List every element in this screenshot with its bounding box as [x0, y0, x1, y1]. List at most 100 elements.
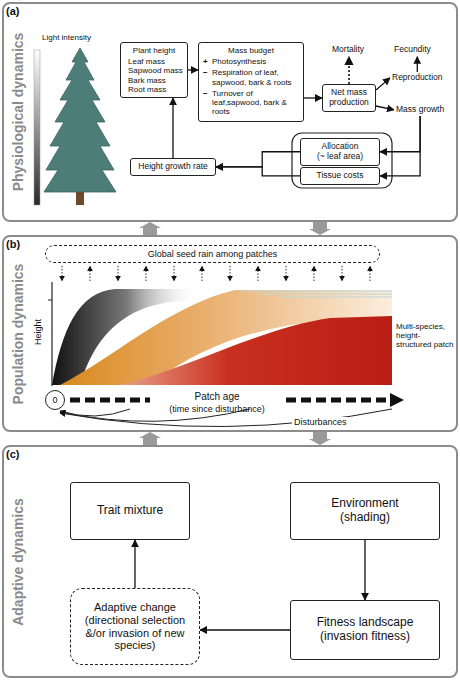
budget-term: Respiration of leaf, sapwood, bark & roo… — [212, 68, 299, 86]
axis-label: Light intensity — [42, 33, 91, 42]
connector — [376, 78, 390, 90]
tree-trunk — [76, 192, 84, 205]
connector — [200, 629, 290, 630]
connector — [348, 57, 350, 84]
connector — [216, 152, 300, 167]
axis-tick — [48, 300, 52, 301]
box-title: Tissue costs — [305, 171, 375, 181]
process-box: Tissue costs — [300, 167, 380, 185]
axis-label: Patch age — [150, 391, 284, 403]
box-title: Mass budget — [203, 46, 299, 55]
panel-title: Physiological dynamics — [10, 33, 26, 192]
box-text: (~ leaf area) — [305, 152, 375, 162]
seed-arrow — [146, 266, 147, 281]
seed-arrow — [118, 266, 119, 281]
process-box: Net mass production — [322, 84, 376, 112]
seed-arrow — [314, 266, 315, 281]
dashed-axis — [286, 398, 390, 403]
block-arrow — [139, 432, 161, 445]
seed-arrow — [90, 266, 91, 281]
axis-arrowhead — [390, 393, 404, 407]
origin-circle: 0 — [45, 390, 65, 410]
box-title: Mortality — [332, 45, 364, 55]
box-title: Fecundity — [394, 45, 431, 55]
seed-arrow — [174, 266, 175, 281]
block-arrow — [139, 222, 161, 235]
panel-title: Adaptive dynamics — [10, 498, 26, 626]
connector — [364, 540, 365, 600]
panel-letter: (b) — [6, 238, 20, 251]
box-text: (directional selection &/or invasion of … — [77, 614, 193, 652]
connector — [376, 106, 394, 110]
process-box: Fitness landscape(invasion fitness) — [290, 600, 440, 660]
box-text: (invasion fitness) — [295, 630, 435, 644]
annotation: Disturbances — [292, 417, 349, 427]
process-box: Environment(shading) — [290, 482, 440, 540]
tree-crown — [44, 48, 116, 192]
box-title: 0 — [52, 395, 57, 405]
box-text: (shading) — [295, 511, 435, 525]
box-title: Plant height — [125, 46, 183, 55]
box-title: Height growth rate — [135, 162, 211, 172]
canopy-lines — [240, 291, 392, 297]
dashed-process-box: Adaptive change(directional selection &/… — [70, 588, 200, 665]
sign: − — [203, 68, 212, 77]
connector — [188, 69, 198, 70]
seed-arrow — [286, 266, 287, 281]
seed-arrow — [202, 266, 203, 281]
box-title: Reproduction — [392, 73, 443, 83]
block-arrow — [309, 432, 331, 445]
sign: + — [203, 57, 212, 66]
panel-letter: (c) — [6, 448, 19, 461]
allocation-bracket — [292, 133, 392, 188]
process-box: Mass budget +Photosynthesis −Respiration o… — [198, 42, 304, 122]
species-red — [120, 316, 392, 385]
box-title: Mass growth — [396, 105, 444, 115]
connector — [304, 97, 322, 98]
panel-title: Population dynamics — [10, 263, 26, 404]
connector — [172, 98, 173, 158]
annotation: Multi-species, height-structured patch — [396, 322, 454, 350]
box-text: Root mass — [125, 85, 183, 94]
outcome-text: Reproduction — [390, 72, 445, 84]
budget-row: −Respiration of leaf, sapwood, bark & ro… — [203, 68, 299, 86]
panel: Population dynamics Global seed rain amon… — [2, 235, 458, 432]
process-box: Plant heightLeaf massSapwood massBark ma… — [120, 42, 188, 98]
panel: Adaptive dynamics Trait mixture Environmen… — [2, 445, 458, 678]
seed-arrow — [258, 266, 259, 281]
box-title: Allocation — [305, 142, 375, 152]
box-title: Adaptive change — [77, 601, 193, 614]
axis-label: Height — [33, 319, 43, 345]
box-text: Sapwood mass — [125, 66, 183, 75]
process-box: Allocation(~ leaf area) — [300, 138, 380, 166]
outcome-text: Mass growth — [394, 104, 446, 116]
connector — [380, 116, 420, 152]
process-box: Trait mixture — [70, 482, 190, 540]
axis-label: (time since disturbance) — [150, 404, 284, 414]
y-axis — [51, 282, 52, 386]
process-box: Height growth rate — [130, 158, 216, 176]
sign: − — [203, 89, 212, 98]
box-title: Fitness landscape — [295, 616, 435, 630]
box-title: Environment — [295, 497, 435, 511]
seed-rain-arrows — [62, 266, 370, 281]
budget-row: +Photosynthesis — [203, 57, 299, 66]
connector — [134, 540, 135, 588]
seed-rain-box: Global seed rain among patches — [45, 245, 380, 263]
box-title: Net mass production — [327, 88, 371, 108]
seed-arrow — [230, 266, 231, 281]
seed-arrow — [342, 266, 343, 281]
seed-arrow — [370, 266, 371, 281]
block-arrow — [309, 222, 331, 235]
box-title: Global seed rain among patches — [52, 249, 373, 259]
box-text: Bark mass — [125, 76, 183, 85]
outcome-text: Mortality — [330, 44, 366, 56]
connector — [380, 116, 420, 176]
dashed-axis — [70, 398, 150, 403]
species-orange — [60, 290, 392, 385]
seed-arrow — [62, 266, 63, 281]
outcome-text: Fecundity — [392, 44, 433, 56]
budget-row: −Turnover of leaf,sapwood, bark & roots — [203, 89, 299, 117]
patch-plot — [48, 282, 392, 386]
